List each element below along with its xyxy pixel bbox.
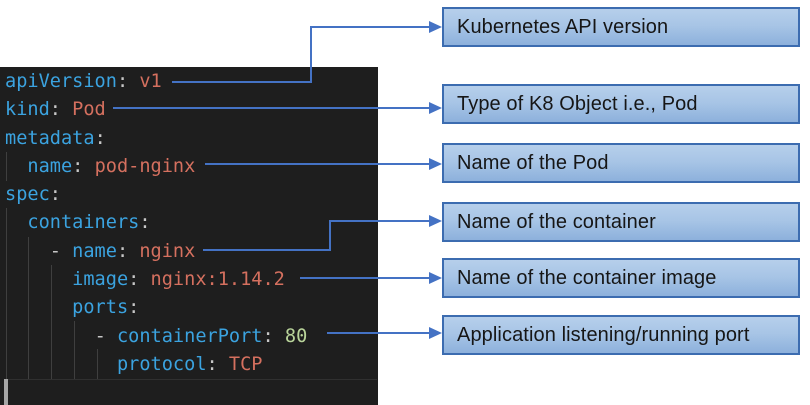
code-token: : bbox=[128, 297, 140, 319]
code-token: : bbox=[72, 155, 95, 177]
code-token bbox=[5, 156, 27, 177]
code-token: apiVersion bbox=[5, 71, 117, 92]
callout-container-name: Name of the container bbox=[442, 202, 800, 242]
code-token: - bbox=[49, 240, 73, 262]
indent-guide bbox=[97, 349, 98, 379]
code-token: - bbox=[94, 325, 117, 347]
code-token bbox=[5, 354, 117, 375]
code-token: ports bbox=[72, 297, 129, 319]
code-token: nginx bbox=[139, 240, 196, 262]
callout-container-image: Name of the container image bbox=[442, 258, 800, 298]
code-token: name bbox=[72, 240, 117, 262]
code-line-1: apiVersion: v1 bbox=[5, 68, 307, 96]
editor-bottom-rule bbox=[6, 378, 377, 380]
callout-label: Name of the container bbox=[457, 210, 656, 233]
indent-guide bbox=[6, 152, 7, 181]
code-token: 80 bbox=[284, 325, 308, 347]
code-token: : bbox=[206, 353, 229, 375]
callout-label: Type of K8 Object i.e., Pod bbox=[457, 92, 698, 115]
code-token: : bbox=[94, 127, 106, 149]
code-line-4: name: pod-nginx bbox=[5, 153, 307, 181]
code-token: Pod bbox=[72, 99, 106, 121]
code-token: containerPort bbox=[116, 325, 263, 347]
code-line-5: spec: bbox=[5, 181, 307, 209]
connector-segment bbox=[205, 162, 429, 166]
arrowhead-icon bbox=[429, 20, 442, 33]
code-line-7: - name: nginx bbox=[5, 238, 307, 266]
code-token: : bbox=[49, 99, 73, 121]
code-line-9: ports: bbox=[5, 294, 307, 322]
code-token: : bbox=[116, 240, 140, 262]
code-token: : bbox=[49, 184, 61, 206]
code-token: v1 bbox=[139, 71, 162, 92]
arrowhead-icon bbox=[429, 326, 442, 339]
connector-segment bbox=[309, 25, 430, 29]
connector-segment bbox=[328, 219, 331, 252]
code-token bbox=[5, 212, 27, 233]
connector-segment bbox=[113, 106, 429, 110]
code-token: nginx:1.14.2 bbox=[150, 269, 285, 291]
connector-segment bbox=[172, 80, 312, 84]
code-token: image bbox=[72, 269, 129, 291]
code-token bbox=[5, 326, 95, 347]
code-line-3: metadata: bbox=[5, 125, 307, 153]
code-line-8: image: nginx:1.14.2 bbox=[5, 266, 307, 294]
code-token bbox=[5, 297, 72, 318]
callout-label: Kubernetes API version bbox=[457, 15, 669, 38]
callout-label: Name of the container image bbox=[457, 266, 717, 289]
callout-kubernetes-api-version: Kubernetes API version bbox=[442, 7, 800, 47]
arrowhead-icon bbox=[429, 101, 442, 114]
connector-segment bbox=[309, 26, 312, 83]
code-token: metadata bbox=[5, 127, 95, 149]
callout-label: Name of the Pod bbox=[457, 151, 609, 174]
indent-guide bbox=[28, 237, 29, 379]
connector-segment bbox=[203, 248, 331, 252]
code-line-11: protocol: TCP bbox=[5, 351, 307, 379]
code-token: name bbox=[27, 155, 73, 177]
indent-guide bbox=[6, 208, 7, 379]
arrowhead-icon bbox=[429, 271, 442, 284]
code-line-6: containers: bbox=[5, 209, 307, 237]
arrowhead-icon bbox=[429, 214, 442, 227]
callout-k8-object-type: Type of K8 Object i.e., Pod bbox=[442, 84, 800, 124]
code-token: spec bbox=[5, 184, 50, 206]
connector-segment bbox=[327, 331, 429, 335]
callout-application-port: Application listening/running port bbox=[442, 315, 800, 355]
code-token: : bbox=[139, 212, 151, 234]
indent-guide bbox=[74, 321, 75, 379]
code-token: containers bbox=[27, 212, 140, 234]
code-token: pod-nginx bbox=[94, 155, 196, 177]
code-token: : bbox=[128, 269, 151, 291]
callout-pod-name: Name of the Pod bbox=[442, 143, 800, 183]
code-token: protocol bbox=[116, 353, 207, 375]
code-token: : bbox=[262, 325, 285, 347]
code-token: : bbox=[116, 71, 140, 92]
code-token bbox=[5, 269, 72, 290]
arrowhead-icon bbox=[429, 157, 442, 170]
code-line-10: - containerPort: 80 bbox=[5, 323, 308, 351]
editor-left-bar bbox=[4, 379, 8, 405]
code-line-2: kind: Pod bbox=[5, 96, 307, 124]
code-token: TCP bbox=[228, 353, 263, 375]
connector-segment bbox=[300, 276, 429, 280]
indent-guide bbox=[51, 265, 52, 379]
code-token: kind bbox=[5, 99, 50, 121]
callout-label: Application listening/running port bbox=[457, 323, 750, 346]
connector-segment bbox=[328, 219, 429, 223]
